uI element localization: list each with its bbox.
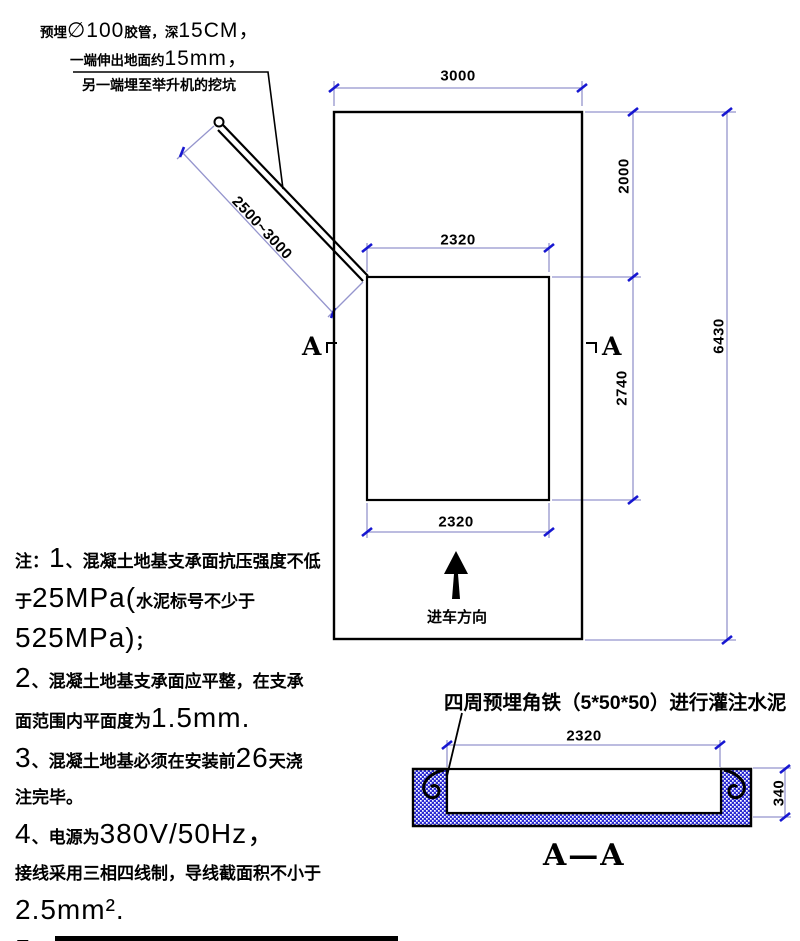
anchor-hook-right [723,768,746,800]
note-line-3: 525MPa)； [15,620,345,660]
section-marker-right: A [586,334,621,359]
note-text: 接线采用三相四线制，导线截面积不小于 [15,864,321,883]
note-text: ； [135,632,153,651]
drive-direction-label: 进车方向 [427,609,488,626]
dim-label-2000: 2000 [615,158,633,194]
note-line-9: 接线采用三相四线制，导线截面积不小于 [15,856,345,892]
notes-block: 注：1、混凝土地基支承面抗压强度不低 于25MPa(水泥标号不少于 525MPa… [15,540,345,941]
pipe-annotation-line1: 预埋∅100胶管，深15CM， [40,14,260,44]
note-text: 天浇 [268,752,303,771]
note-line-10: 2.5mm². [15,892,345,932]
note-line-1: 注：1、混凝土地基支承面抗压强度不低 [15,540,345,580]
note-text: 5 [15,934,32,941]
note-text: 、混凝土地基必须在安装前 [31,752,236,771]
section-cut-symbol [586,342,597,353]
note-text: 、混凝土地基支承面应平整，在支承 [31,672,304,691]
anchor-hooks [422,768,746,800]
dim-label-340: 340 [770,779,788,807]
note-line-8: 4、电源为380V/50Hz， [15,816,345,856]
embedded-pipe [213,116,369,282]
plan-outline [332,110,584,641]
note-line-6: 3、混凝土地基必须在安装前26天浇 [15,740,345,780]
note-text: 4 [15,818,32,849]
note-text: 2 [15,662,32,693]
note-text: 380V/50Hz， [99,818,277,849]
section-annotation-leader [446,712,463,777]
pipe-annotation-leader [73,71,284,190]
note-text: 1 [49,542,66,573]
dim-label-6430: 6430 [710,318,728,354]
annotation-text: 15mm， [164,47,249,70]
note-text: 525MPa) [15,622,136,653]
annotation-text: 预埋 [40,25,67,40]
note-text: 水泥标号不少于 [136,592,256,611]
section-trench [445,767,723,815]
lift-pit-rect [365,275,551,502]
dim-label-2740: 2740 [613,370,631,406]
dim-label-3000: 3000 [440,67,476,85]
note-line-4: 2、混凝土地基支承面应平整，在支承 [15,660,345,700]
annotation-text: 15CM， [178,19,261,42]
pipe-annotation-line3: 另一端埋至举升机的挖坑 [82,77,236,93]
drive-direction-arrow [444,551,468,599]
bottom-border-line [55,936,398,941]
note-text: 注： [15,552,49,571]
section-marker-left: A [302,332,338,361]
note-line-2: 于25MPa(水泥标号不少于 [15,580,345,620]
note-text: 25MPa( [32,582,137,613]
section-marker-letter: A [302,332,322,361]
note-line-7: 注完毕。 [15,780,345,816]
pipe-annotation-line2: 一端伸出地面约15mm， [70,42,249,72]
note-text: 、电源为 [31,828,100,847]
annotation-text: ∅100 [67,19,125,42]
section-marker-letter: A [602,332,622,361]
anchor-hook-left [422,768,445,800]
dim-label-2320-top: 2320 [440,231,476,249]
note-text: 面范围内平面度为 [15,712,151,731]
note-line-5: 面范围内平面度为1.5mm. [15,700,345,740]
note-text: 于 [15,592,32,611]
dim-label-section-2320: 2320 [566,727,602,745]
annotation-text: 一端伸出地面约 [70,53,165,68]
annotation-text: 胶管，深 [124,25,179,40]
section-cut-symbol [326,342,338,353]
dim-label-2320-bottom: 2320 [438,513,474,531]
note-text: 2.5mm². [15,894,125,925]
note-text: 1.5mm. [151,702,251,733]
section-title: A—A [543,838,626,873]
note-text: 3 [15,742,32,773]
foundation-outer-rect [332,110,584,641]
note-text: 、混凝土地基支承面抗压强度不低 [65,552,321,571]
note-text: 26 [235,742,269,773]
note-text: 注完毕。 [15,788,83,807]
section-annotation: 四周预埋角铁（5*50*50）进行灌注水泥 [444,692,787,714]
